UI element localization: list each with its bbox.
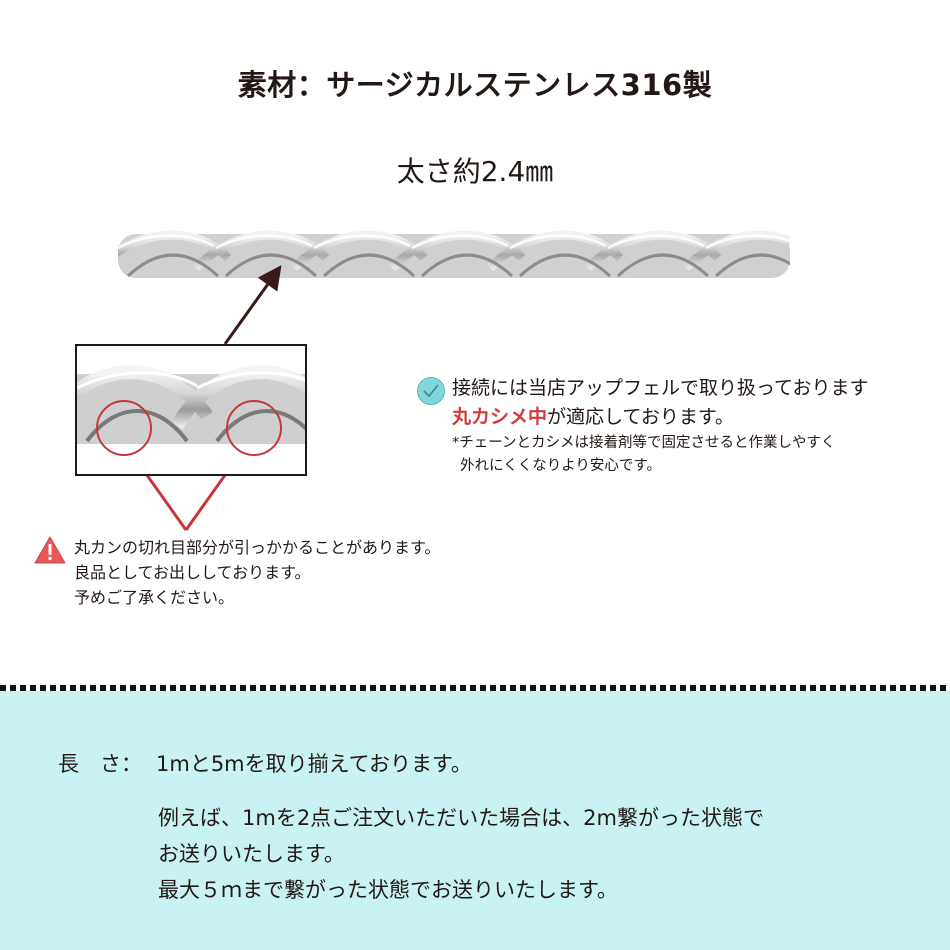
check-circle-icon xyxy=(417,377,445,405)
warning-line-1: 丸カンの切れ目部分が引っかかることがあります。 xyxy=(74,538,441,557)
warning-triangle-icon xyxy=(34,536,66,564)
length-label: 長 さ： xyxy=(58,752,142,776)
length-detail-3: 最大５ｍまで繋がった状態でお送りいたします。 xyxy=(158,878,618,902)
connector-notice: 接続には当店アップフェルで取り扱っております 丸カシメ中が適応しております。 *… xyxy=(416,374,936,478)
notice-note-1: *チェーンとカシメは接着剤等で固定させると作業しやすく xyxy=(452,435,836,451)
dotted-divider xyxy=(0,685,950,691)
length-row: 長 さ： 1mと5mを取り揃えております。 xyxy=(58,748,472,778)
notice-line-2: 丸カシメ中が適応しております。 xyxy=(452,406,734,428)
warning-line-3: 予めご了承ください。 xyxy=(74,588,235,607)
notice-line-1: 接続には当店アップフェルで取り扱っております xyxy=(452,377,869,399)
length-value: 1mと5mを取り揃えております。 xyxy=(156,752,472,776)
length-details: 例えば、1mを2点ご注文いただいた場合は、2m繋がった状態で お送りいたします。… xyxy=(158,800,764,908)
chain-closeup-box xyxy=(75,344,307,476)
notice-note-2: 外れにくくなりより安心です。 xyxy=(460,458,661,474)
rope-chain-closeup-image xyxy=(77,365,305,456)
rope-chain-image xyxy=(118,230,790,278)
length-detail-2: お送りいたします。 xyxy=(158,842,345,866)
product-highlight: 丸カシメ中 xyxy=(452,406,548,428)
length-info-panel xyxy=(0,691,950,950)
length-detail-1: 例えば、1mを2点ご注文いただいた場合は、2m繋がった状態で xyxy=(158,806,764,830)
warning-line-2: 良品としてお出ししております。 xyxy=(74,563,311,582)
highlight-circle-right xyxy=(226,400,282,456)
thickness-label: 太さ約2.4㎜ xyxy=(396,155,554,188)
highlight-circle-left xyxy=(96,400,152,456)
page-title: 素材：サージカルステンレス316製 xyxy=(237,68,713,102)
warning-notice: 丸カンの切れ目部分が引っかかることがあります。 良品としてお出ししております。 … xyxy=(34,535,440,610)
